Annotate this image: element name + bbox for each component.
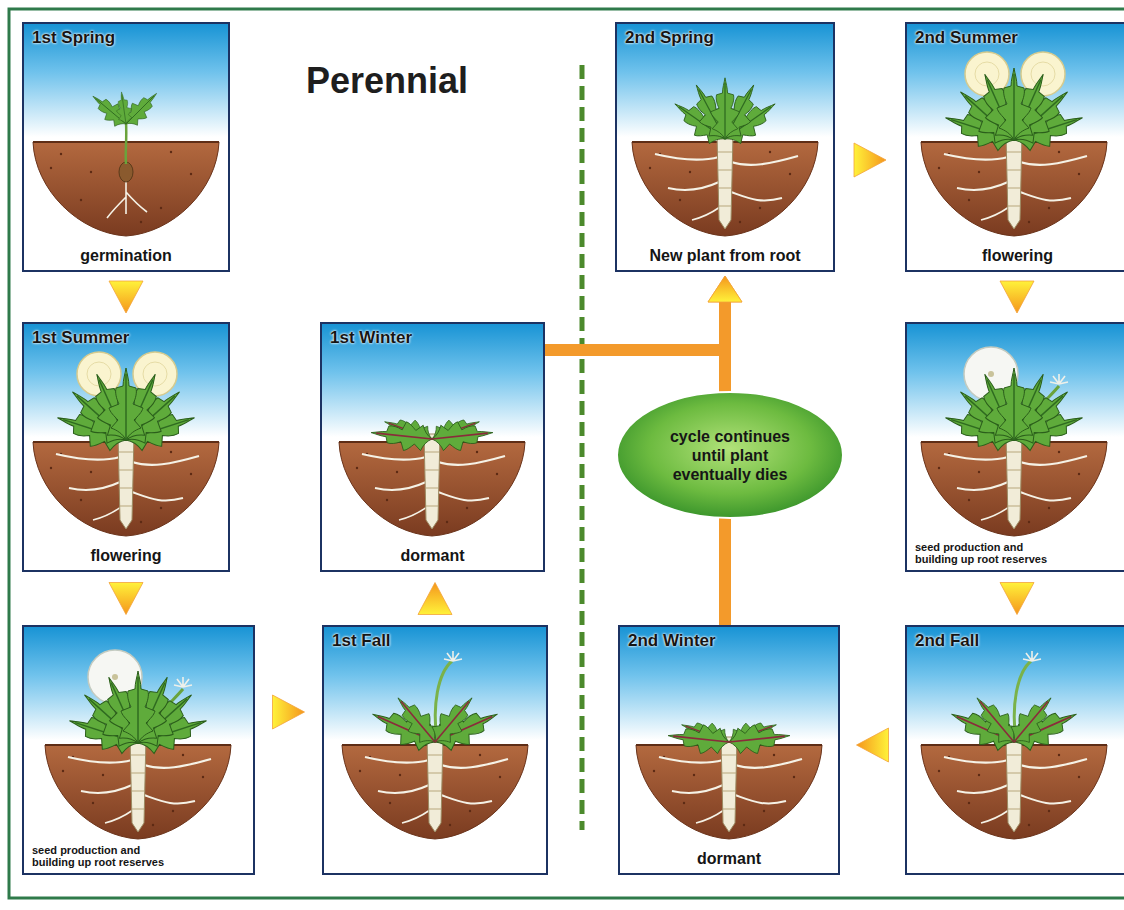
flow-arrow [273, 695, 305, 729]
stage-panel: 1st Fall [322, 625, 548, 875]
sky-ground [322, 625, 548, 875]
sky-ground [320, 322, 545, 572]
stage-panel: seed production and building up root res… [22, 625, 255, 875]
stage-title: 2nd Fall [915, 631, 979, 651]
flow-arrow [854, 143, 886, 177]
stage-note: seed production and building up root res… [32, 844, 174, 868]
ellipse-shape [617, 392, 843, 518]
seeding-figure [921, 347, 1107, 536]
stage-caption: flowering [982, 247, 1053, 265]
arrow-triangle [273, 695, 305, 729]
diagram-title: Perennial [306, 60, 468, 102]
stage-panel: 1st Spring germination [22, 22, 230, 272]
stage-title: 1st Winter [330, 328, 412, 348]
flow-arrow [1000, 281, 1034, 313]
arrow-triangle [854, 143, 886, 177]
seedling-figure [33, 86, 219, 236]
stage-caption: dormant [401, 547, 465, 565]
stage-title: 2nd Summer [915, 28, 1018, 48]
stage-title: 1st Spring [32, 28, 115, 48]
arrow-triangle [109, 281, 143, 313]
arrow-triangle [1000, 281, 1034, 313]
sky-ground [905, 625, 1124, 875]
fall-figure [921, 651, 1107, 839]
flow-arrow [545, 276, 742, 350]
flow-arrow [857, 728, 889, 762]
title-holder: Perennial [306, 60, 468, 102]
flow-arrow [1000, 583, 1034, 615]
sky-ground [905, 22, 1124, 272]
stage-title: 2nd Spring [625, 28, 714, 48]
dormant-figure [339, 411, 525, 536]
flow-arrow [109, 281, 143, 313]
cycle-line [545, 302, 725, 350]
stage-caption: New plant from root [649, 247, 800, 265]
arrow-head [708, 276, 742, 302]
arrow-triangle [857, 728, 889, 762]
arrow-head [708, 276, 742, 302]
arrow-triangle [1000, 583, 1034, 615]
stage-panel: 1st Summer flowering [22, 322, 230, 572]
sky-ground [905, 322, 1124, 572]
stage-panel: 2nd Winter dormant [618, 625, 840, 875]
stage-panel: 1st Winter dormant [320, 322, 545, 572]
fall-figure [342, 651, 528, 839]
stage-caption: germination [80, 247, 172, 265]
divider-line [580, 65, 585, 830]
stage-note: seed production and building up root res… [915, 541, 1057, 565]
regrowth-figure [632, 78, 818, 236]
flowering-figure [921, 52, 1107, 236]
arrow-triangle [418, 583, 452, 615]
outer-frame [9, 9, 1124, 898]
sky-ground [22, 322, 230, 572]
dormant-figure [636, 714, 822, 839]
flowering-figure [33, 352, 219, 536]
stage-title: 2nd Winter [628, 631, 716, 651]
stage-caption: flowering [90, 547, 161, 565]
arrow-triangle [109, 583, 143, 615]
stage-panel: seed production and building up root res… [905, 322, 1124, 572]
stage-panel: 2nd SpringNew plant from root [615, 22, 835, 272]
stage-panel: 2nd Fall [905, 625, 1124, 875]
flow-arrow [418, 583, 452, 615]
stage-title: 1st Summer [32, 328, 129, 348]
sky-ground [22, 22, 230, 272]
sky-ground [22, 625, 255, 875]
stage-panel: 2nd Summer flowering [905, 22, 1124, 272]
sky-ground [618, 625, 840, 875]
seeding-figure [45, 650, 231, 839]
sky-ground [615, 22, 835, 272]
ellipse-text: cycle continues until plant eventually d… [660, 427, 800, 484]
flow-arrow [109, 583, 143, 615]
stage-title: 1st Fall [332, 631, 391, 651]
stage-caption: dormant [697, 850, 761, 868]
cycle-ellipse: cycle continues until plant eventually d… [615, 390, 845, 520]
